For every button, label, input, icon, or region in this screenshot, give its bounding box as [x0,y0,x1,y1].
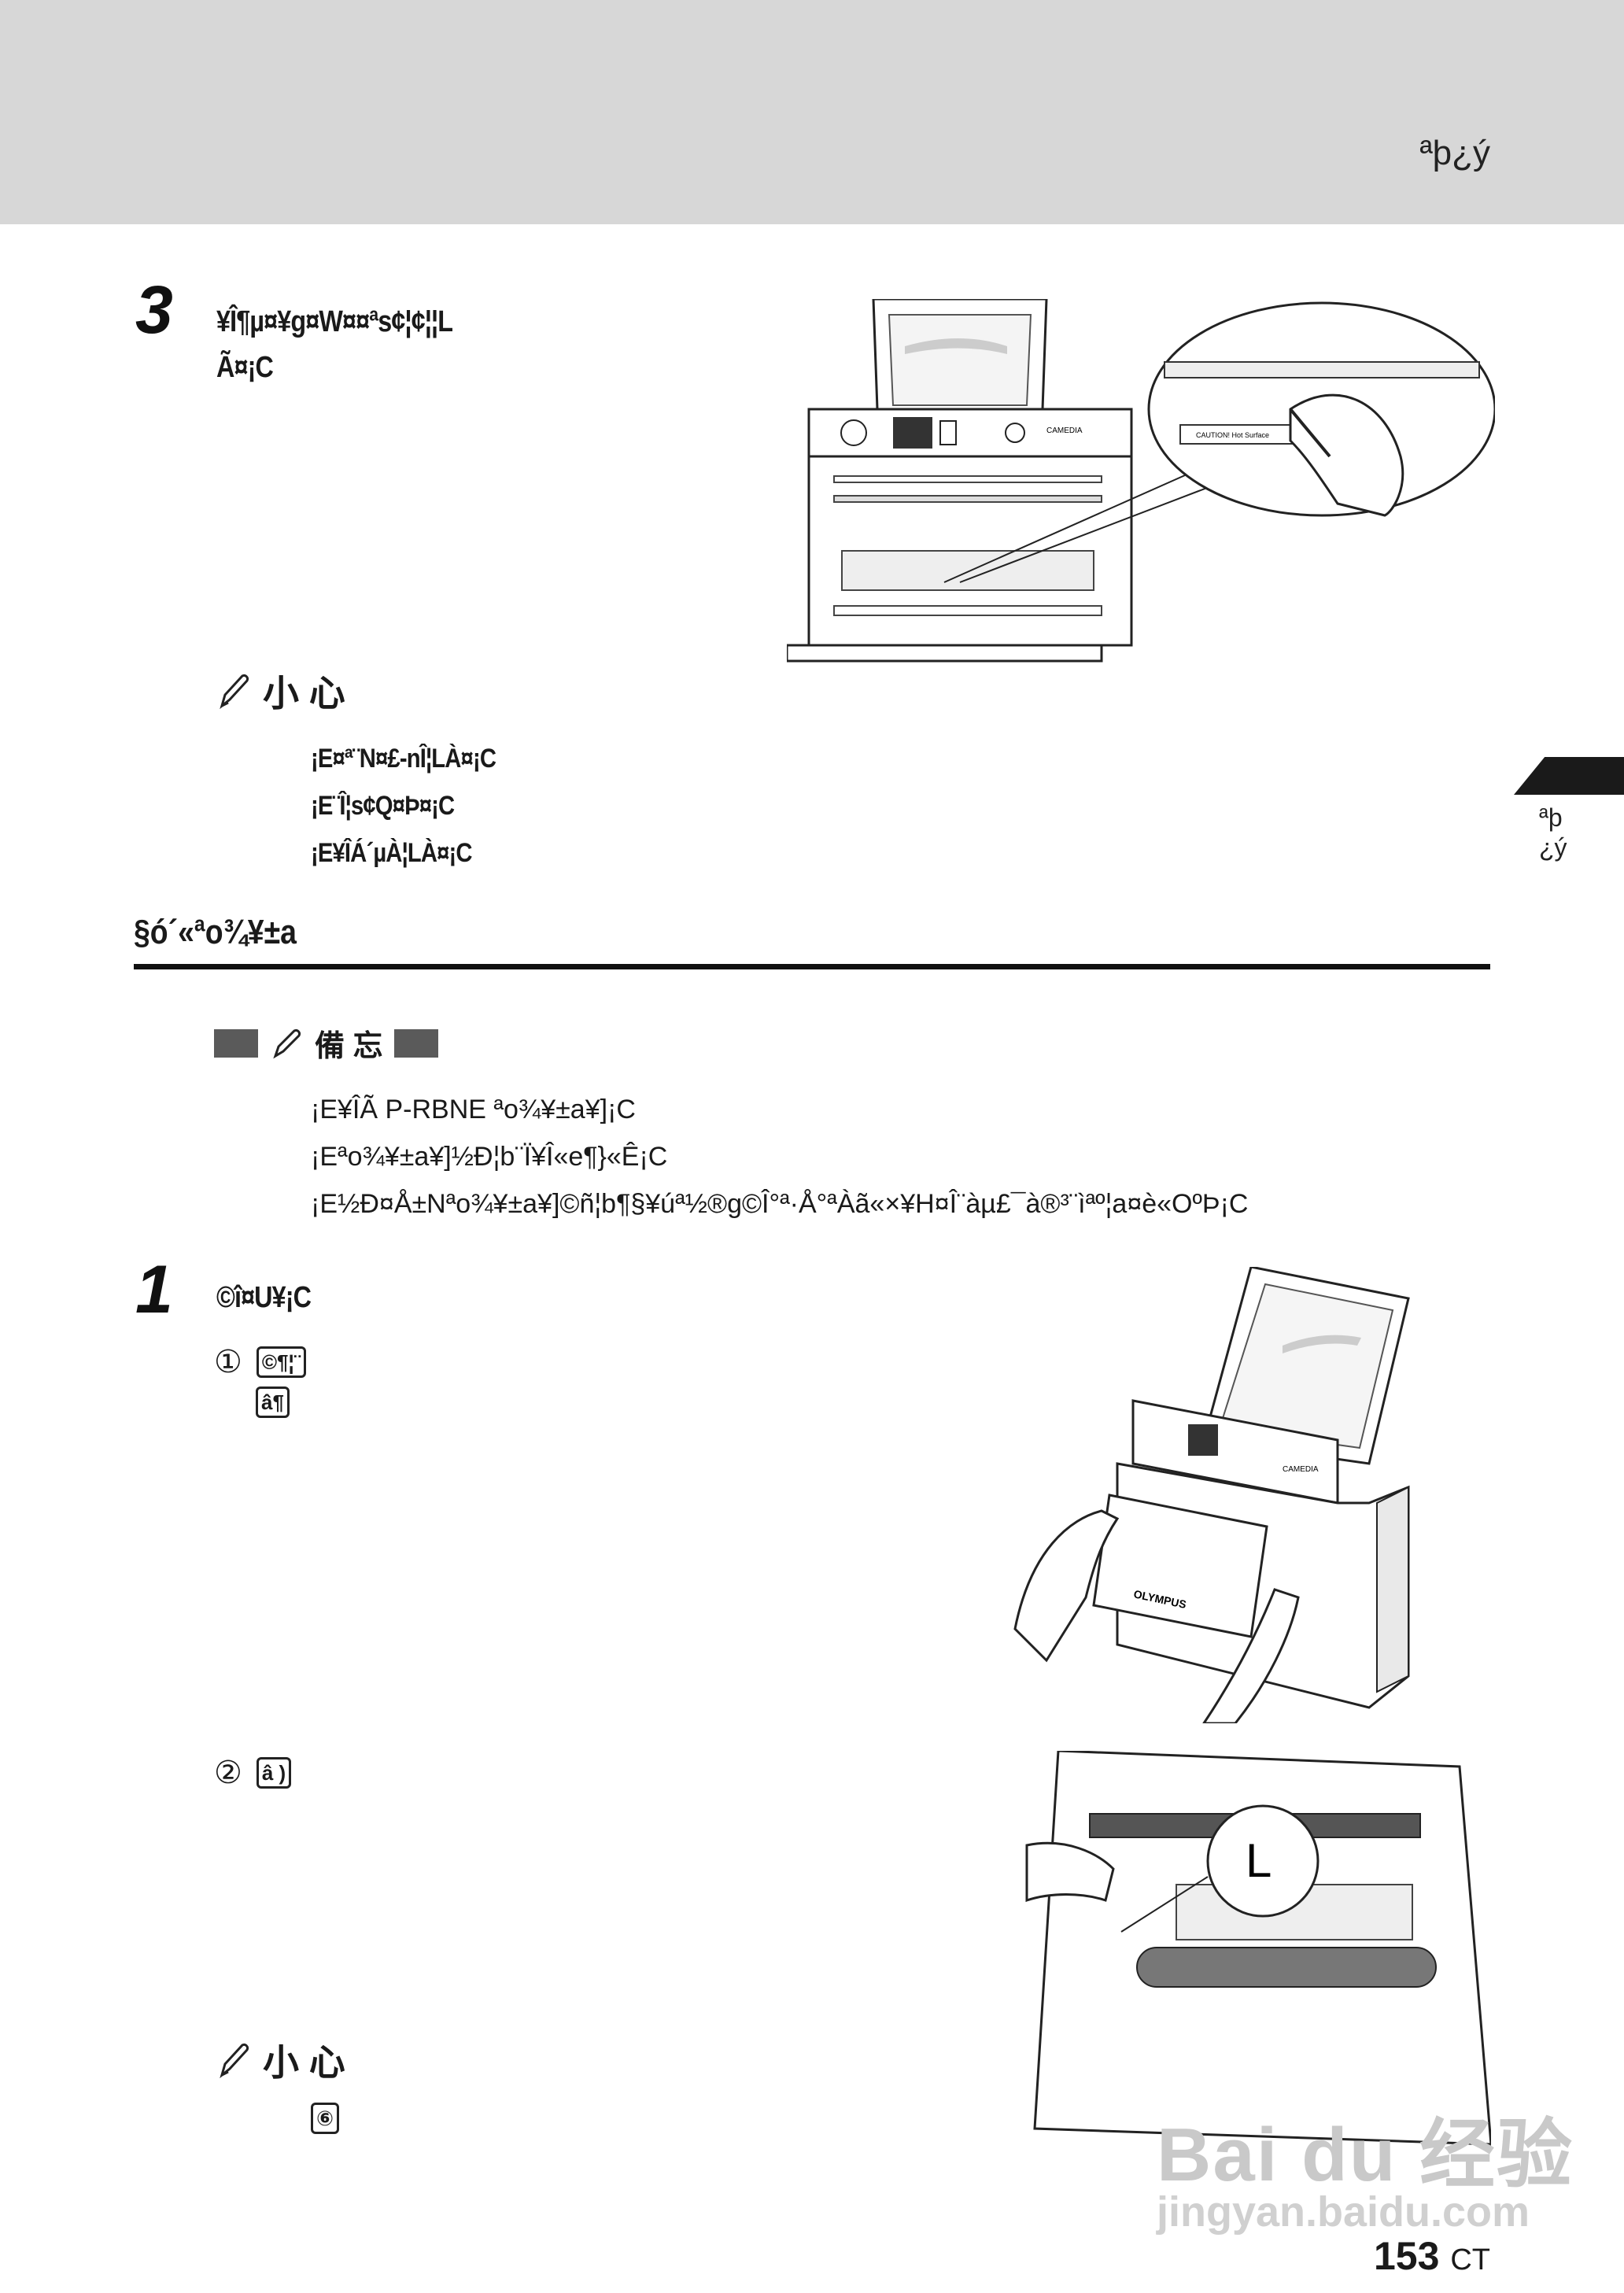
watermark-logo: Bai du 经验 [1157,2113,1574,2197]
sub-step-2-glyph: â ) [256,1757,292,1789]
caution-item: ¡E¨Î¦s¢Q¤Þ¤¡C [311,791,455,821]
section-divider [134,964,1490,969]
pencil-icon [220,674,249,710]
step-3-line1: ¥Î¶µ¤¥g¤W¤¤ª­s¢¦¢¦¦L [216,305,453,338]
watermark-url: jingyan.baidu.com [1157,2188,1530,2236]
memo-item: ¡E¥ÎÃ P-RBNE ªo¾¥±a¥]¡C [311,1095,636,1124]
side-tab-line1: ªþ [1539,803,1563,832]
memo-bar-right [393,1028,438,1058]
sub-step-2: ② â ) [214,1755,292,1791]
caution-list-1: ¡E¤ª¨N¤£-nÎ¦LÀ¤¡C ¡E¨Î¦s¢Q¤Þ¤¡C ¡E¥ÎÁ´µÀ… [311,735,526,877]
ribbon-removal-illustration: L [1025,1751,1491,2146]
caution-plate-text: CAUTION! Hot Surface [1196,431,1269,439]
step-1-instruction: ©î¤U¥¡C [216,1281,312,1314]
memo-item: ¡E½Ð¤Å±Nªo¾¥±a¥]©ñ¦b¶§¥úª½®g©Î°ª·Å°ªÀã«×… [311,1189,1249,1219]
caution-item: ¡E¥ÎÁ´µÀ¦LÀ¤¡C [311,838,473,868]
header-band [0,0,1624,224]
caution-heading-1: 小 心 [214,665,345,717]
panel-brand-text: CAMEDIA [1046,426,1083,435]
step-3-line2: Ã¤¡C [216,351,274,384]
page-number-value: 153 [1374,2234,1440,2278]
caution-label-1: 小 心 [263,673,345,714]
caution-label-2: 小 心 [263,2042,345,2083]
step-1-number: 1 [135,1252,173,1327]
printer-open-door-illustration: CAMEDIA OLYMPUS [1013,1267,1410,1723]
page-number-suffix: CT [1450,2243,1490,2276]
memo-list: ¡E¥ÎÃ P-RBNE ªo¾¥±a¥]¡C ¡Eªo¾¥±a¥]½Ð¦b¨Ï… [311,1086,1248,1228]
step-3-number: 3 [135,272,173,348]
sub-step-1-glyph-2: â¶ [256,1387,290,1418]
sub-step-1-detail: â¶ [256,1387,290,1418]
memo-heading: 備 忘 [214,1021,438,1065]
panel-brand-text-2: CAMEDIA [1283,1465,1319,1474]
side-tab-line2: ¿ý [1539,833,1567,862]
pencil-icon [220,2044,249,2079]
section-title: §ó´«ªo¾¥±a [134,913,297,951]
step-3-instruction: ¥Î¶µ¤¥g¤W¤¤ª­s¢¦¢¦¦L Ã¤¡C [216,299,453,390]
caution-item: ¡E¤ª¨N¤£-nÎ¦LÀ¤¡C [311,744,496,774]
sub-step-1: ① ©¶¦¨ [214,1344,307,1380]
caution-heading-2: 小 心 [214,2034,345,2086]
caution-2-detail: ⑥ [311,2103,340,2134]
sub-step-2-marker: ② [214,1756,242,1790]
zoom-label: L [1246,1834,1272,1887]
pencil-icon [273,1028,301,1058]
side-tab-marker [1514,757,1624,795]
printer-cleaning-illustration: CAMEDIA CAUTION! Hot Surface [787,299,1495,663]
header-title: ªþ¿ý [1419,134,1490,172]
page-number: 153 CT [1374,2233,1490,2279]
sub-step-1-glyph: ©¶¦¨ [256,1346,307,1378]
caution-2-glyph: ⑥ [311,2103,340,2134]
sub-step-1-marker: ① [214,1345,242,1379]
side-tab-label: ªþ ¿ý [1539,803,1594,862]
memo-bar-left [214,1028,258,1058]
memo-label: 備 忘 [315,1030,383,1063]
memo-item: ¡Eªo¾¥±a¥]½Ð¦b¨Ï¥Î«e¶}«Ê¡C [311,1142,668,1172]
